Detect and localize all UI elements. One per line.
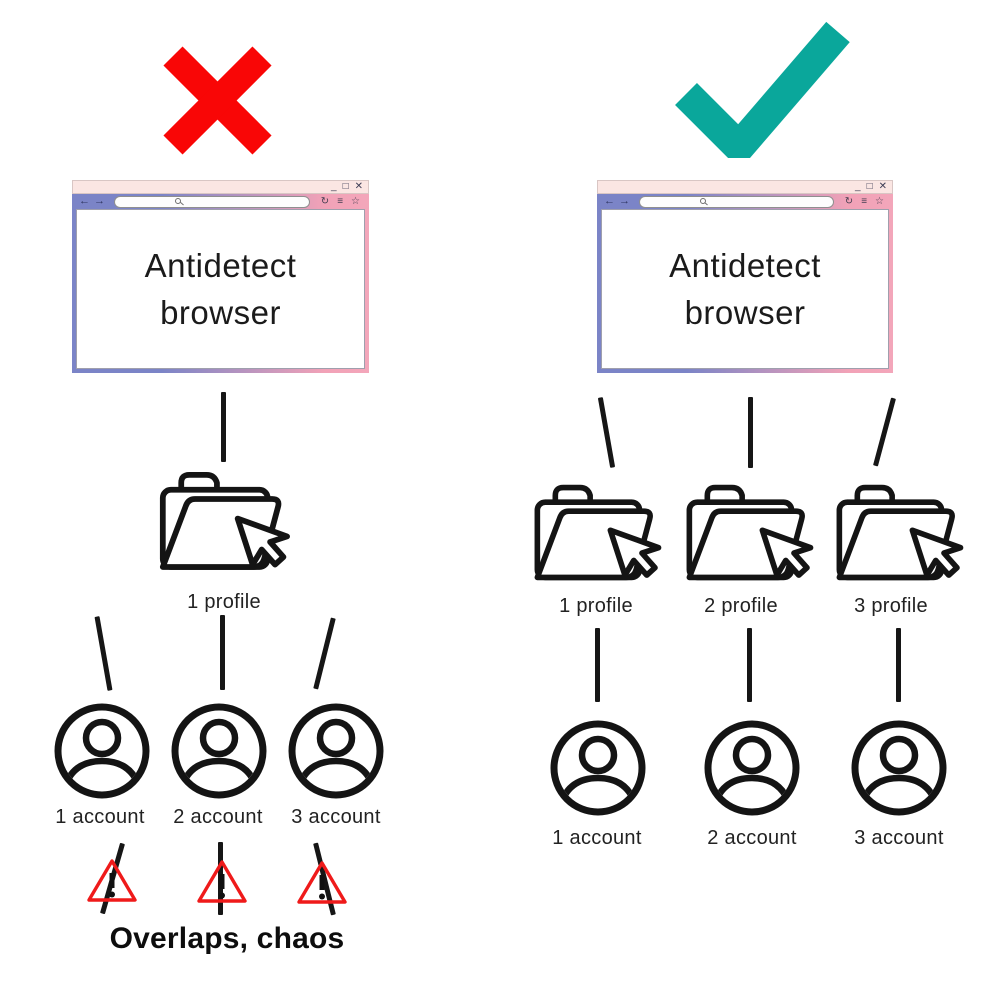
minimize-icon: _ — [855, 181, 861, 192]
account-icon — [851, 720, 947, 816]
x-mark-icon — [163, 46, 272, 155]
browser-title: Antidetect browser — [669, 247, 821, 331]
account-label: 1 account — [55, 806, 145, 828]
check-mark-icon — [675, 21, 850, 158]
url-bar — [639, 195, 834, 208]
account-icon — [550, 720, 646, 816]
profile-label: 2 profile — [704, 595, 778, 617]
refresh-icon: ↻ — [844, 196, 854, 207]
browser-page: Antidetect browser — [76, 209, 365, 369]
connector-line — [896, 628, 901, 702]
profile-folder-icon — [534, 484, 662, 581]
browser-window-right: _ □ ✕ ← → ↻ ≡ ☆ Antidetect browser — [597, 180, 893, 373]
window-toolbar: ← → ↻ ≡ ☆ — [597, 194, 893, 209]
profile-label: 1 profile — [559, 595, 633, 617]
back-icon: ← — [79, 195, 90, 207]
profile-folder-icon — [836, 484, 964, 581]
back-icon: ← — [604, 195, 615, 207]
connector-line — [313, 617, 336, 690]
refresh-icon: ↻ — [320, 196, 330, 207]
bookmark-icon: ☆ — [875, 196, 884, 207]
browser-title: Antidetect browser — [144, 247, 297, 331]
account-icon — [704, 720, 800, 816]
connector-line — [748, 397, 753, 468]
profile-label: 3 profile — [854, 595, 928, 617]
window-toolbar: ← → ↻ ≡ ☆ — [72, 194, 369, 209]
connector-line — [873, 397, 896, 467]
url-bar — [114, 195, 310, 208]
account-label: 3 account — [291, 806, 381, 828]
account-label: 1 account — [552, 827, 642, 849]
profile-label: 1 profile — [187, 591, 261, 613]
search-icon — [699, 198, 706, 204]
account-icon — [54, 703, 150, 799]
menu-icon: ≡ — [861, 196, 868, 207]
warning-icon — [297, 861, 347, 904]
account-icon — [171, 703, 267, 799]
account-label: 2 account — [707, 827, 797, 849]
connector-line — [220, 615, 225, 690]
minimize-icon: _ — [331, 181, 337, 192]
browser-page: Antidetect browser — [601, 209, 889, 369]
browser-window-left: _ □ ✕ ← → ↻ ≡ ☆ Antidetect browser — [72, 180, 369, 373]
left-caption: Overlaps, chaos — [109, 922, 345, 955]
account-icon — [288, 703, 384, 799]
warning-icon — [87, 859, 137, 902]
window-titlebar: _ □ ✕ — [72, 180, 369, 194]
close-icon: ✕ — [354, 181, 363, 192]
maximize-icon: □ — [342, 181, 349, 192]
search-icon — [175, 198, 182, 204]
window-titlebar: _ □ ✕ — [597, 180, 893, 194]
profile-folder-icon — [159, 471, 290, 570]
connector-line — [94, 616, 113, 691]
account-label: 2 account — [173, 806, 263, 828]
connector-line — [747, 628, 752, 702]
connector-line — [597, 397, 616, 468]
account-label: 3 account — [854, 827, 944, 849]
connector-line — [595, 628, 600, 702]
forward-icon: → — [619, 195, 630, 207]
warning-icon — [197, 860, 247, 903]
bookmark-icon: ☆ — [351, 196, 360, 207]
menu-icon: ≡ — [337, 196, 344, 207]
close-icon: ✕ — [878, 181, 887, 192]
maximize-icon: □ — [866, 181, 873, 192]
forward-icon: → — [94, 195, 105, 207]
connector-line — [221, 392, 226, 462]
profile-folder-icon — [686, 484, 814, 581]
